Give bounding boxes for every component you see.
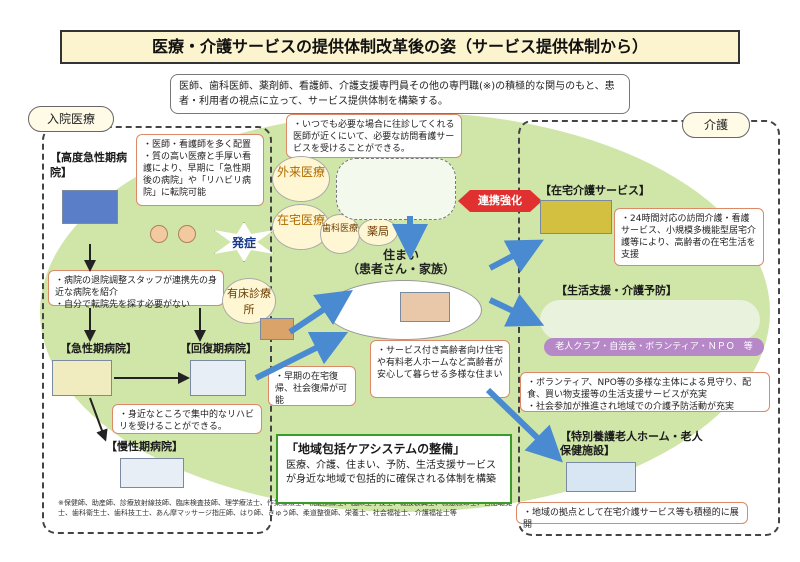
arrow-recovery-home bbox=[254, 331, 349, 381]
early-return-note: ・早期の在宅復帰、社会復帰が可能 bbox=[268, 366, 356, 406]
subtitle: 医師、歯科医師、薬剤師、看護師、介護支援専門員その他の専門職(※)の積極的な関与… bbox=[170, 74, 630, 114]
clinic-circle: 有床診療所 bbox=[222, 278, 276, 324]
onset-label: 発症 bbox=[231, 236, 256, 250]
chronic-hospital-icon bbox=[120, 458, 184, 488]
hospital-building-icon bbox=[62, 190, 118, 224]
discharge-note: ・病院の退院調整スタッフが連携先の身近な病院を紹介 ・自分で転院先を探す必要がな… bbox=[48, 270, 224, 310]
community-care-body: 医療、介護、住まい、予防、生活支援サービスが身近な地域で包括的に確保される体制を… bbox=[286, 460, 496, 485]
home-care-heading: 【在宅介護サービス】 bbox=[540, 184, 650, 197]
arrow-left-icon bbox=[458, 190, 470, 212]
home-care-note: ・24時間対応の訪問介護・看護サービス、小規模多機能型居宅介護等により、高齢者の… bbox=[614, 208, 764, 266]
nursing-home-heading: 【特別養護老人ホーム・老人保健施設】 bbox=[560, 430, 703, 457]
care-van-icon bbox=[540, 200, 612, 234]
arrow-home-care bbox=[488, 239, 544, 273]
club-label: 老人クラブ・自治会・ボランティア・ＮＰＯ 等 bbox=[544, 338, 764, 356]
acute-heading: 【急性期病院】 bbox=[60, 342, 137, 355]
high-acute-note: ・医師・看護師を多く配置 ・質の高い医療と手厚い看護により、早期に「急性期後の病… bbox=[136, 134, 264, 206]
coordination-banner: 連携強化 bbox=[470, 190, 530, 212]
nurse-icon bbox=[178, 225, 196, 243]
house-icon bbox=[400, 292, 450, 322]
arrow-home-life bbox=[488, 294, 545, 327]
rehab-note: ・身近なところで集中的なリハビリを受けることができる。 bbox=[112, 404, 262, 434]
recovery-heading: 【回復期病院】 bbox=[180, 342, 257, 355]
outpatient-circle: 外来医療 bbox=[272, 156, 330, 202]
housing-note: ・サービス付き高齢者向け住宅や有料老人ホームなど高齢者が安心して暮らせる多様な住… bbox=[370, 340, 510, 398]
doctor-icon bbox=[150, 225, 168, 243]
arrow-right-icon bbox=[530, 190, 542, 212]
nursing-home-note: ・地域の拠点として在宅介護サービス等も積極的に展開 bbox=[516, 502, 748, 530]
recovery-hospital-icon bbox=[190, 360, 246, 396]
inpatient-header: 入院医療 bbox=[28, 106, 114, 132]
acute-hospital-icon bbox=[52, 360, 112, 396]
care-header: 介護 bbox=[682, 112, 750, 138]
community-care-title: 「地域包括ケアシステムの整備」 bbox=[286, 442, 466, 456]
nursing-home-building-icon bbox=[566, 462, 636, 492]
home-visit-note: ・いつでも必要な場合に往診してくれる医師が近くにいて、必要な訪問看護サービスを受… bbox=[286, 114, 462, 158]
care-region bbox=[518, 120, 780, 536]
high-acute-heading: 【高度急性期病院】 bbox=[50, 151, 127, 179]
chronic-heading: 【慢性期病院】 bbox=[106, 440, 183, 453]
life-support-illustration bbox=[540, 300, 760, 340]
arrow-acute-chronic bbox=[89, 397, 108, 442]
living-sub: （患者さん・家族） bbox=[346, 262, 455, 276]
life-support-heading: 【生活支援・介護予防】 bbox=[556, 284, 677, 297]
arrow-clinic-home bbox=[288, 290, 353, 335]
page-title: 医療・介護サービスの提供体制改革後の姿（サービス提供体制から） bbox=[60, 30, 740, 64]
arrow-home-nursing bbox=[485, 387, 563, 463]
clinic-illustration bbox=[336, 158, 456, 220]
life-support-note: ・ボランティア、NPO等の多様な主体による見守り、配食、買い物支援等の生活支援サ… bbox=[520, 372, 770, 412]
community-care-box: 「地域包括ケアシステムの整備」 医療、介護、住まい、予防、生活支援サービスが身近… bbox=[276, 434, 512, 504]
